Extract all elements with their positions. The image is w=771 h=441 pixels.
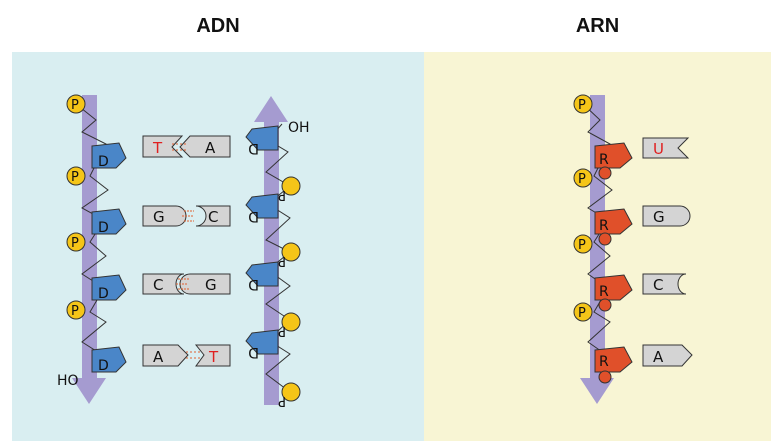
base-right-label: G: [205, 276, 217, 294]
ribose-sugar: R: [594, 208, 633, 246]
ribose-sugar: R: [594, 274, 633, 312]
base-left: [142, 273, 185, 295]
base-right: [179, 135, 231, 158]
base-left-label: A: [153, 348, 164, 366]
base-left: [142, 135, 184, 158]
deoxyribose-sugar: D: [91, 208, 127, 236]
phosphate-group: P: [278, 176, 301, 202]
svg-text:R: R: [599, 218, 609, 234]
phosphate-group: P: [278, 382, 301, 408]
phosphate-group: P: [66, 94, 86, 114]
rna-base-label: U: [653, 140, 664, 158]
dna-base-pair: C G: [142, 273, 231, 295]
phosphate-group: P: [573, 302, 593, 322]
svg-text:D: D: [248, 140, 259, 156]
deoxyribose-sugar: D: [245, 193, 279, 224]
svg-text:P: P: [578, 172, 586, 187]
ribose-sugar: R: [594, 142, 633, 180]
dna-left-zigzag: [75, 103, 109, 373]
dna-base-pair: A T: [142, 344, 231, 367]
base-left-label: C: [153, 276, 163, 294]
base-right: [179, 273, 231, 295]
deoxyribose-sugar: D: [245, 125, 279, 156]
base-left: [142, 205, 187, 227]
hydroxyl-top-label: OH: [288, 120, 310, 136]
dna-right-sugars: D D D D: [245, 125, 279, 360]
rna-base: U: [642, 137, 690, 159]
svg-text:P: P: [71, 236, 79, 251]
dna-left-sugars: D D D D: [91, 142, 127, 374]
svg-text:D: D: [98, 154, 109, 170]
rna-base: A: [642, 344, 693, 367]
base-left-label: T: [152, 139, 163, 157]
base-right: [195, 205, 231, 227]
dna-left-strand: [72, 95, 109, 404]
base-right-label: A: [205, 139, 216, 157]
svg-text:D: D: [98, 358, 109, 374]
svg-text:R: R: [599, 354, 609, 370]
phosphate-group: P: [66, 300, 86, 320]
base-right: [194, 344, 231, 367]
deoxyribose-sugar: D: [91, 274, 127, 302]
hydroxyl-bottom-label: HO: [57, 373, 79, 389]
svg-text:D: D: [248, 276, 259, 292]
base-right-label: C: [208, 208, 218, 226]
dna-base-pair: T A: [142, 135, 231, 158]
dna-left-phosphates: P P P P: [66, 94, 86, 320]
hydroxyl-dot: [598, 232, 612, 246]
hydroxyl-dot: [598, 298, 612, 312]
phosphate-group: P: [573, 168, 593, 188]
svg-text:P: P: [278, 393, 286, 408]
svg-text:P: P: [278, 253, 286, 268]
rna-base-label: A: [653, 348, 664, 366]
base-right-label: T: [208, 348, 219, 366]
phosphate-group: P: [278, 242, 301, 268]
rna-base-label: C: [653, 276, 663, 294]
svg-text:P: P: [578, 306, 586, 321]
svg-text:D: D: [248, 344, 259, 360]
svg-text:D: D: [98, 286, 109, 302]
svg-text:D: D: [98, 220, 109, 236]
dna-left-backbone-arrow: [72, 95, 106, 404]
phosphate-group: P: [573, 94, 593, 114]
dna-right-backbone-arrow: [254, 96, 288, 405]
svg-text:P: P: [71, 170, 79, 185]
dna-base-pair: G C: [142, 205, 231, 227]
base-left: [142, 344, 189, 367]
base-left-label: G: [153, 208, 165, 226]
dna-right-phosphates: P P P P: [278, 176, 301, 408]
rna-phosphates: P P P P: [573, 94, 593, 322]
deoxyribose-sugar: D: [245, 261, 279, 292]
deoxyribose-sugar: D: [91, 142, 127, 170]
phosphate-group: P: [66, 232, 86, 252]
svg-text:P: P: [578, 98, 586, 113]
rna-title: ARN: [575, 14, 620, 37]
svg-text:P: P: [278, 323, 286, 338]
hydroxyl-dot: [598, 370, 612, 384]
phosphate-group: P: [573, 234, 593, 254]
svg-text:P: P: [71, 304, 79, 319]
svg-text:R: R: [599, 284, 609, 300]
svg-text:P: P: [71, 98, 79, 113]
svg-text:P: P: [278, 187, 286, 202]
rna-backbone-arrow: [580, 95, 614, 404]
dna-title: ADN: [196, 14, 240, 37]
rna-base: G: [642, 205, 691, 227]
rna-sugars: R R R R: [594, 142, 633, 384]
hydroxyl-dot: [598, 166, 612, 180]
deoxyribose-sugar: D: [91, 346, 127, 374]
rna-base-label: G: [653, 208, 665, 226]
svg-text:D: D: [248, 208, 259, 224]
svg-text:P: P: [578, 238, 586, 253]
rna-zigzag: [582, 103, 613, 373]
svg-text:R: R: [599, 152, 609, 168]
ribose-sugar: R: [594, 346, 633, 384]
phosphate-group: P: [278, 312, 301, 338]
rna-base: C: [642, 273, 687, 295]
deoxyribose-sugar: D: [245, 329, 279, 360]
phosphate-group: P: [66, 166, 86, 186]
rna-strand: [580, 95, 614, 404]
